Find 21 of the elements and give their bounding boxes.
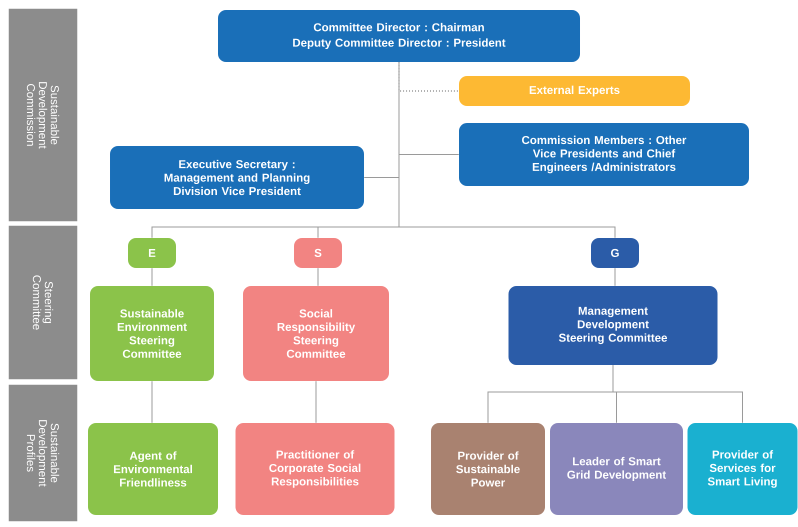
committee-box: Management Development Steering Committee	[508, 286, 718, 365]
section-band: Sustainable Development Commission	[7, 7, 79, 223]
section-band: Sustainable Development Profiles	[7, 383, 79, 523]
members-box: Commission Members : Other Vice Presidents and Chief Engineers /Administrators	[459, 122, 749, 186]
connector-line	[614, 268, 616, 286]
profile-box: Practitioner of Corporate Social Responsibilities	[236, 422, 394, 515]
profile-box: Leader of Smart Grid Development	[550, 422, 683, 515]
profile-box: Provider of Sustainable Power	[431, 422, 545, 515]
section-band: Steering Committee	[7, 224, 79, 381]
letter-box: S	[294, 238, 342, 268]
director-box: Committee Director : Chairman Deputy Committee Director : President	[218, 10, 580, 62]
connector-line	[398, 62, 616, 238]
profile-box: Agent of Environmental Friendliness	[88, 422, 218, 515]
secretary-box: Executive Secretary : Management and Planning Division Vice President	[110, 146, 364, 209]
profile-box: Provider of Services for Smart Living	[688, 422, 798, 515]
committee-box: Social Responsibility Steering Committee	[243, 286, 389, 381]
letter-box: G	[591, 238, 639, 268]
letter-box: E	[128, 238, 176, 268]
connector-line	[612, 364, 743, 424]
committee-box: Sustainable Environment Steering Committee	[90, 286, 214, 381]
experts-box: External Experts	[459, 76, 690, 106]
